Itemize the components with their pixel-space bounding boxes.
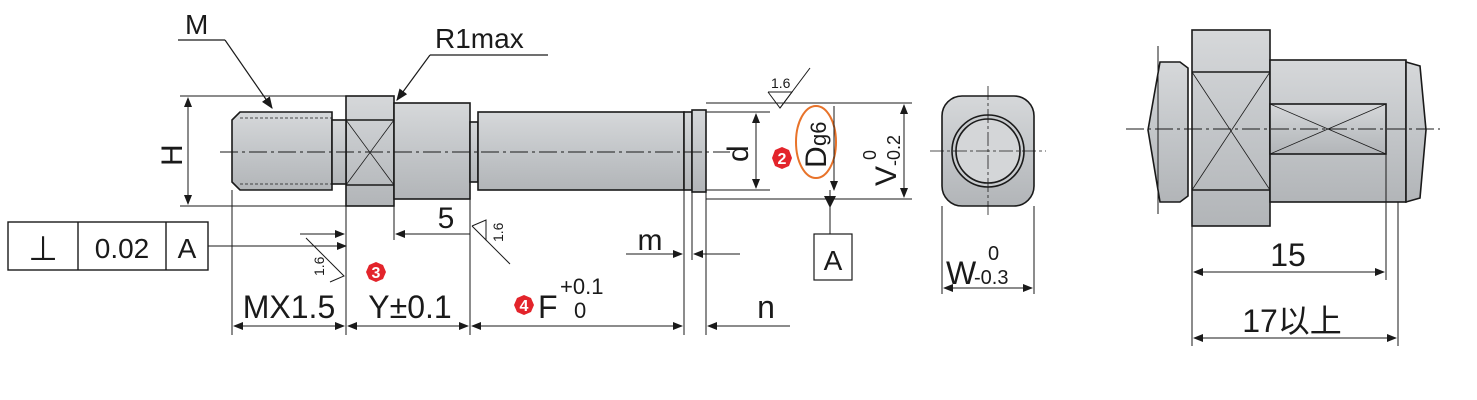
h-dimension-label: H	[156, 144, 189, 166]
m-thread-label: M	[185, 9, 208, 40]
v-label-lower: -0.2	[884, 135, 904, 166]
svg-text:2: 2	[778, 151, 787, 168]
dim-5-label: 5	[438, 202, 455, 235]
roughness-mid: 1.6	[490, 222, 506, 242]
svg-text:3: 3	[372, 265, 381, 282]
collar-section	[393, 102, 471, 200]
dg6-highlight-ellipse	[795, 105, 837, 179]
dg6-label-sub: g6	[806, 122, 831, 146]
f-label-upper: +0.1	[560, 274, 603, 299]
hex-end-view	[930, 86, 1046, 216]
badge-2: 2	[772, 147, 792, 169]
f-label-lower: 0	[574, 298, 586, 323]
w-label-main: W	[946, 255, 977, 291]
roughness-top: 1.6	[771, 75, 791, 91]
perpendicularity-symbol: ⊥	[28, 230, 58, 268]
tolerance-value: 0.02	[95, 233, 150, 264]
hex-section	[345, 95, 395, 207]
w-label-upper: 0	[988, 243, 999, 265]
y-tol-label: Y±0.1	[368, 289, 451, 325]
f-label-main: F	[538, 289, 558, 325]
m-dim-label: m	[638, 224, 663, 257]
geometric-tolerance-frame: ⊥ 0.02 A	[7, 221, 209, 271]
shaft-side-view	[231, 95, 707, 207]
badge-3: 3	[366, 262, 386, 282]
v-label-main: V	[870, 166, 903, 186]
w-label-lower: -0.3	[974, 267, 1008, 289]
datum-a-box	[813, 233, 853, 281]
dg6-label-main: D	[800, 146, 833, 168]
roughness-left: 1.6	[311, 256, 327, 276]
dim-17-label: 17以上	[1242, 303, 1342, 339]
mx15-label: MX1.5	[243, 289, 335, 325]
tolerance-datum: A	[178, 233, 197, 264]
r1max-label: R1max	[435, 23, 524, 54]
d-dimension-label: d	[722, 145, 755, 162]
end-flange	[691, 109, 707, 193]
badge-4: 4	[514, 295, 534, 315]
shaft-d-section	[477, 111, 685, 191]
detail-view	[1147, 29, 1427, 227]
dim-15-label: 15	[1270, 237, 1306, 273]
thread-section	[231, 111, 333, 191]
n-dim-label: n	[757, 289, 775, 325]
svg-text:4: 4	[520, 298, 529, 315]
v-label-upper: 0	[860, 150, 880, 160]
svg-text:A: A	[824, 245, 843, 276]
